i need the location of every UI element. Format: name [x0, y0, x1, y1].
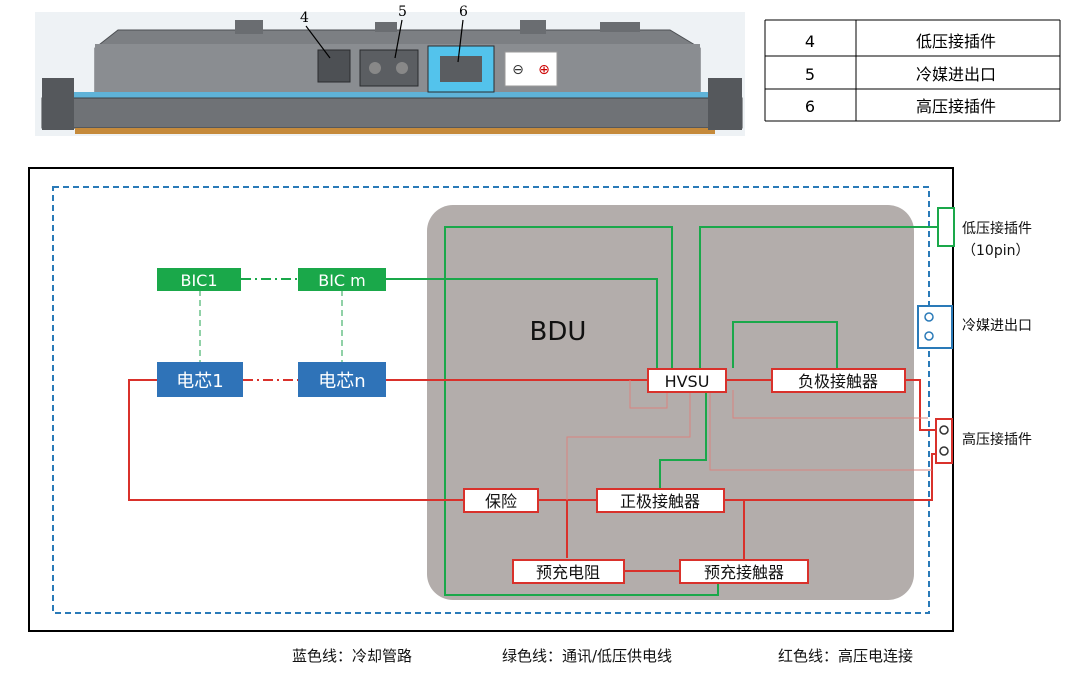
bicm-box: BIC m	[298, 268, 386, 291]
celln-label: 电芯n	[318, 371, 365, 392]
hvsu-label: HVSU	[665, 372, 710, 391]
bic1-box: BIC1	[157, 268, 241, 291]
table-row-num: 5	[805, 65, 815, 84]
legend-green: 绿色线：通讯/低压供电线	[502, 647, 672, 665]
bdu-area	[427, 205, 914, 600]
green-lines	[386, 226, 938, 596]
pack-photo: ⊖ ⊕ 4 5 6	[35, 4, 745, 136]
coolant-port-label: 冷媒进出口	[962, 318, 1032, 334]
callout-4: 4	[300, 10, 309, 26]
cooling-loop	[52, 186, 930, 614]
bdu-label: BDU	[530, 317, 587, 347]
lv-connector-pins: （10pin）	[962, 243, 1029, 259]
hv-connector-label: 高压接插件	[962, 431, 1032, 448]
hv-connector: 高压接插件	[935, 418, 1032, 464]
fuse-box: 保险	[463, 488, 539, 513]
precharge-resistor-box: 预充电阻	[512, 559, 625, 584]
celln-box: 电芯n	[298, 362, 386, 397]
table-row-num: 4	[805, 32, 815, 51]
table-row-name: 高压接插件	[916, 97, 996, 116]
precharge-contactor-label: 预充接触器	[704, 563, 784, 582]
table-row-name: 冷媒进出口	[916, 65, 996, 84]
cell1-box: 电芯1	[157, 362, 243, 397]
schematic: BDU	[28, 167, 1032, 632]
neg-contactor-label: 负极接触器	[798, 372, 878, 391]
precharge-resistor-label: 预充电阻	[536, 563, 600, 582]
red-sense-lines	[566, 380, 932, 500]
table-row-num: 6	[805, 97, 815, 116]
lv-connector-photo	[317, 49, 351, 83]
pos-contactor-box: 正极接触器	[596, 488, 725, 513]
pos-contactor-label: 正极接触器	[620, 492, 700, 511]
svg-text:⊖: ⊖	[512, 62, 524, 78]
table-row-name: 低压接插件	[916, 32, 996, 51]
svg-text:⊕: ⊕	[538, 62, 550, 78]
coolant-port: 冷媒进出口	[917, 305, 1032, 349]
cell1-label: 电芯1	[176, 371, 223, 392]
line-legend: 蓝色线：冷却管路 绿色线：通讯/低压供电线 红色线：高压电连接	[292, 647, 913, 665]
fuse-label: 保险	[485, 492, 517, 511]
hvsu-box: HVSU	[647, 368, 727, 393]
coolant-port-photo	[359, 49, 419, 87]
bic1-label: BIC1	[180, 271, 217, 290]
legend-blue: 蓝色线：冷却管路	[292, 647, 412, 665]
legend-red: 红色线：高压电连接	[778, 647, 913, 665]
neg-contactor-box: 负极接触器	[771, 368, 906, 393]
callout-5: 5	[398, 4, 407, 20]
bicm-label: BIC m	[318, 271, 366, 290]
legend-table: 4 低压接插件 5 冷媒进出口 6 高压接插件	[764, 19, 1061, 122]
lv-connector-label: 低压接插件	[962, 220, 1032, 237]
lv-connector: 低压接插件 （10pin）	[937, 207, 1032, 259]
precharge-contactor-box: 预充接触器	[679, 559, 809, 584]
schematic-frame	[28, 167, 954, 632]
callout-6: 6	[459, 4, 468, 20]
